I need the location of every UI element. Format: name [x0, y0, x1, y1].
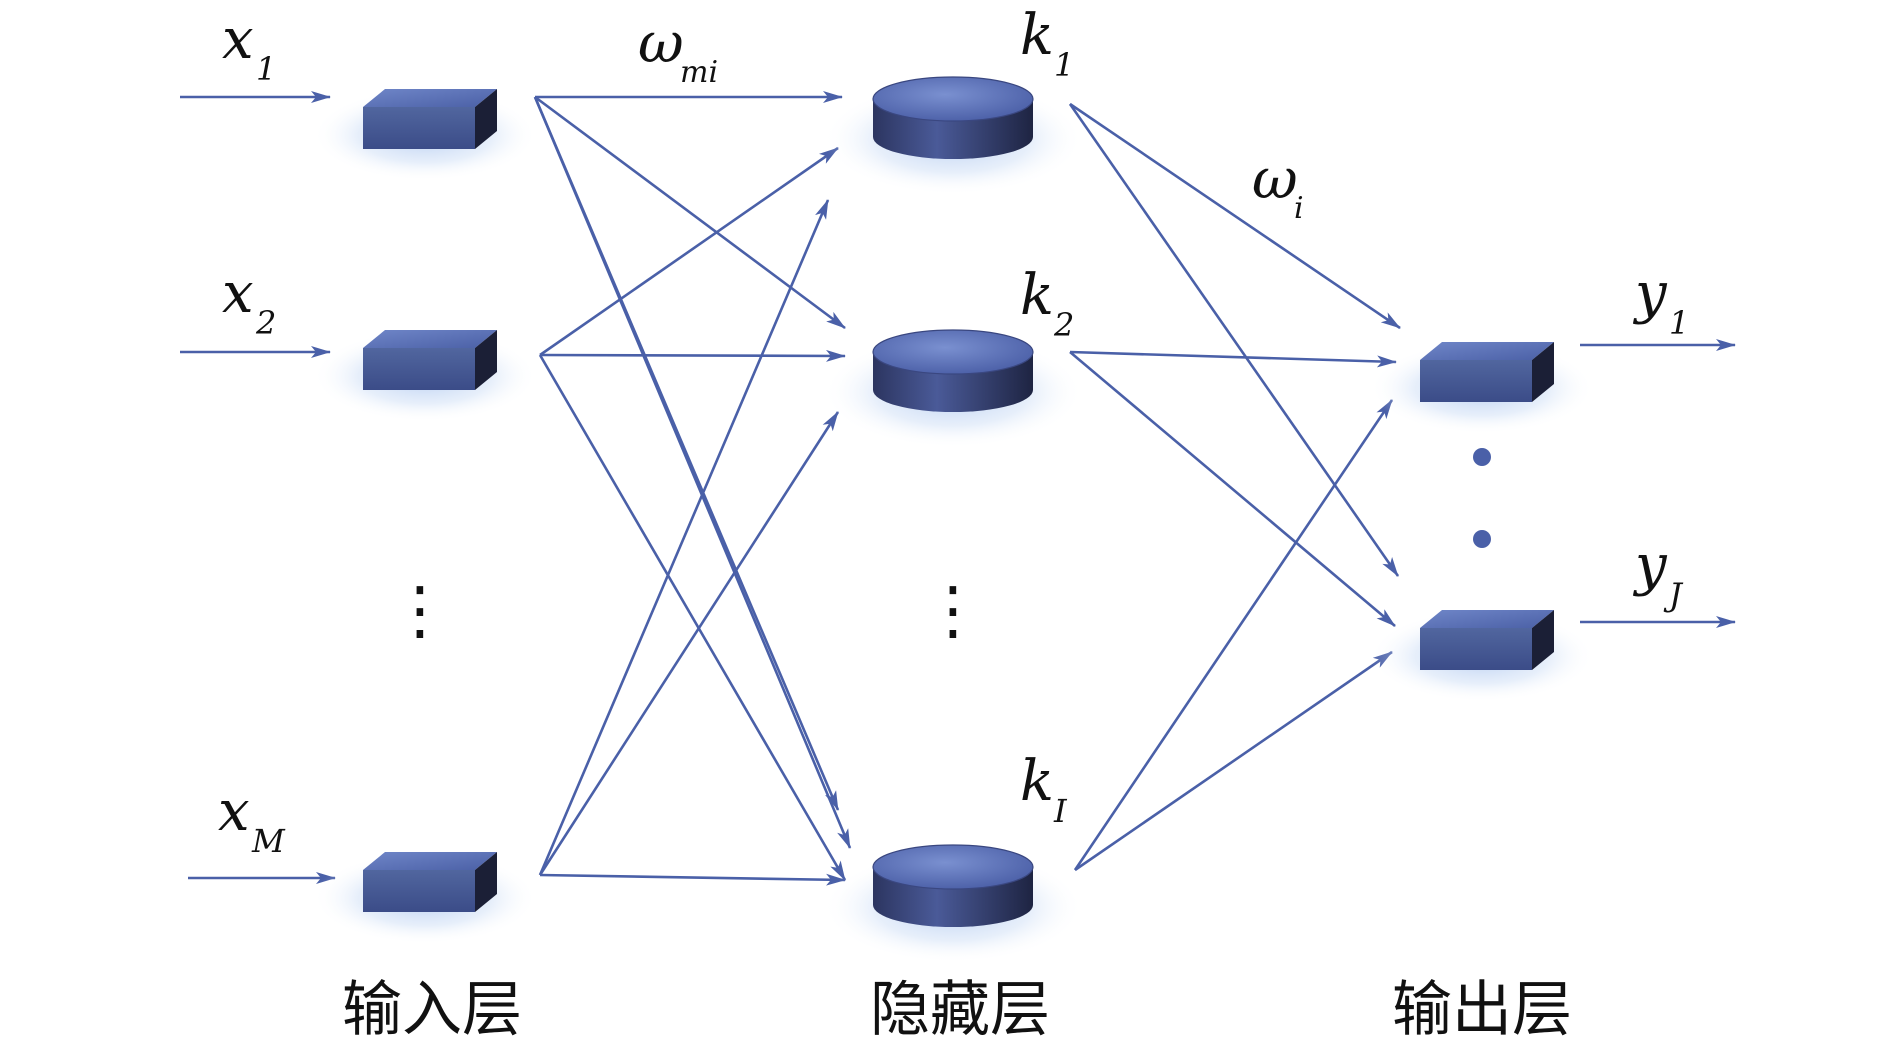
input-label: x	[222, 261, 254, 326]
hidden-node	[823, 329, 1083, 448]
edge-input-hidden	[538, 199, 830, 876]
edge-hidden-output	[1069, 102, 1401, 330]
input-node	[313, 89, 537, 181]
connection-edges	[533, 91, 1401, 886]
output-node	[1370, 610, 1594, 702]
input-ellipsis: ⋮	[388, 574, 452, 648]
edge-input-hidden	[539, 349, 846, 362]
hidden-label-subscript: 1	[1054, 46, 1074, 84]
edge-input-hidden	[538, 354, 847, 881]
hidden-label-subscript: I	[1053, 792, 1068, 830]
input-label-subscript: 1	[256, 50, 276, 88]
hidden-layer	[823, 76, 1083, 963]
edge-input-hidden	[539, 873, 846, 886]
output-ellipsis	[1473, 448, 1491, 548]
output-layer	[1370, 342, 1594, 702]
input-label-subscript: 2	[255, 304, 276, 342]
hidden-node	[823, 76, 1083, 195]
weight-input-hidden-label: ω	[638, 11, 684, 76]
input-node	[313, 330, 537, 422]
hidden-label: k	[1020, 749, 1054, 814]
edge-input-hidden	[533, 96, 852, 849]
hidden-layer-label: 隐藏层	[870, 975, 1050, 1040]
output-label-subscript: 1	[1669, 304, 1689, 342]
hidden-label-subscript: 2	[1053, 306, 1074, 344]
edge-input-hidden	[534, 95, 846, 330]
output-layer-label: 输出层	[1392, 975, 1572, 1040]
output-ellipsis-dot	[1473, 530, 1491, 548]
hidden-label: k	[1020, 263, 1054, 328]
output-ellipsis-dot	[1473, 448, 1491, 466]
hidden-ellipsis: ⋮	[921, 574, 985, 648]
weight-hidden-output-label: ω	[1252, 147, 1298, 212]
edge-input-hidden	[539, 146, 839, 357]
output-label: y	[1632, 533, 1668, 598]
output-label-subscript: J	[1663, 576, 1684, 614]
input-label-subscript: M	[251, 822, 286, 860]
hidden-label: k	[1020, 3, 1054, 68]
io-arrows	[180, 91, 1736, 884]
edge-hidden-output	[1068, 103, 1400, 577]
weight-input-hidden-label-subscript: mi	[680, 55, 718, 90]
output-node	[1370, 342, 1594, 434]
input-layer	[313, 89, 537, 944]
input-node	[313, 852, 537, 944]
edge-hidden-output	[1069, 350, 1397, 368]
weight-hidden-output-label-subscript: i	[1294, 191, 1304, 226]
edge-input-hidden	[538, 411, 840, 876]
input-label: x	[222, 7, 254, 72]
edge-hidden-output	[1074, 650, 1393, 872]
input-label: x	[218, 779, 250, 844]
input-layer-label: 输入层	[342, 975, 522, 1040]
edge-hidden-output	[1073, 399, 1394, 871]
output-label: y	[1632, 261, 1668, 326]
hidden-node	[823, 844, 1083, 963]
edge-hidden-output	[1069, 351, 1396, 627]
